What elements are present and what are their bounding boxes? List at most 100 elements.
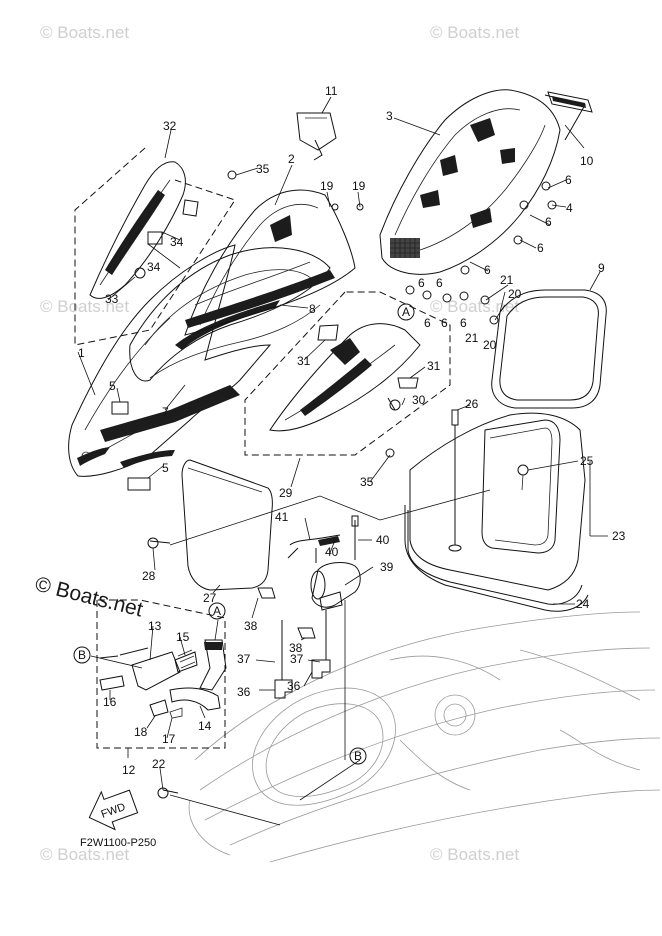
part-label-7: 7 [162,405,169,419]
part-label-29: 29 [279,486,293,500]
part-label-28: 28 [142,569,156,583]
watermark-bottom-left: © Boats.net [40,845,129,864]
part-clip [296,112,337,161]
part-cover-plate [181,459,273,591]
part-fasteners [147,170,557,799]
watermark-mid-left: © Boats.net [40,297,129,316]
part-label-6i: 6 [436,276,443,290]
part-label-25: 25 [580,454,594,468]
callout-letter-a: A [402,305,410,319]
part-label-1: 1 [78,346,85,360]
part-label-23: 23 [612,529,626,543]
part-label-6g: 6 [441,316,448,330]
part-label-34b: 34 [147,260,161,274]
part-label-6f: 6 [424,316,431,330]
callout-letter-a-2: A [213,604,221,618]
callout-letter-b: B [78,648,86,662]
part-label-6d: 6 [484,263,491,277]
part-label-31b: 31 [297,354,311,368]
part-label-37b: 37 [290,652,304,666]
part-label-6a: 6 [565,173,572,187]
part-stickers [111,401,151,491]
part-label-36a: 36 [237,685,251,699]
watermark-bottom-right: © Boats.net [430,845,519,864]
part-label-6b: 6 [545,215,552,229]
part-label-6c: 6 [537,241,544,255]
watermark-top-left: © Boats.net [40,23,129,42]
part-label-4: 4 [566,201,573,215]
part-side-panel [269,323,421,432]
part-label-36b: 36 [287,679,301,693]
part-label-31a: 31 [427,359,441,373]
part-label-6e: 6 [418,276,425,290]
part-side-trim [89,161,199,299]
callout-b-left: B [73,646,91,664]
part-labels: 1 2 3 4 5 5 7 8 9 10 11 12 13 14 15 16 1… [78,84,626,777]
part-label-32: 32 [163,119,177,133]
part-label-34a: 34 [170,235,184,249]
part-pad [547,91,593,113]
part-storage-tray [379,89,586,275]
hull-outline [188,611,661,863]
part-label-21a: 21 [500,273,514,287]
part-label-10: 10 [580,154,594,168]
part-label-27: 27 [203,591,217,605]
part-label-6h: 6 [460,316,467,330]
part-deck-cover [100,247,331,468]
part-brackets [257,587,343,699]
part-label-18: 18 [134,725,148,739]
part-label-22: 22 [152,757,166,771]
part-label-12: 12 [122,763,136,777]
part-label-40a: 40 [376,533,390,547]
part-label-16: 16 [103,695,117,709]
part-label-41: 41 [275,510,289,524]
group-boxes [74,147,451,749]
part-upper-hood [184,189,356,336]
part-label-38b: 38 [289,641,303,655]
part-label-20a: 20 [508,287,522,301]
part-label-17: 17 [162,732,176,746]
leader-lines [77,96,608,826]
part-label-8: 8 [309,302,316,316]
part-hood-shell [68,244,272,477]
watermark-top-right: © Boats.net [430,23,519,42]
part-label-35b: 35 [360,475,374,489]
part-label-33: 33 [105,292,119,306]
callout-b-bottom: B [349,747,367,765]
fwd-arrow: FWD [88,789,139,831]
part-canister [287,515,361,608]
part-label-14: 14 [198,719,212,733]
callout-a-bottom: A [208,602,226,620]
part-label-37a: 37 [237,652,251,666]
part-label-38a: 38 [244,619,258,633]
part-label-21b: 21 [465,331,479,345]
part-label-15: 15 [176,630,190,644]
part-label-2: 2 [288,152,295,166]
part-label-3: 3 [386,109,393,123]
part-latch-mechanism [99,639,227,719]
watermark-mid-right: © Boats.net [430,297,519,316]
part-label-13: 13 [148,619,162,633]
callout-letter-b-2: B [354,749,362,763]
part-label-39: 39 [380,560,394,574]
part-label-5a: 5 [109,379,116,393]
part-label-35a: 35 [256,162,270,176]
diagram-code: F2W1100-P250 [80,837,156,849]
part-gasket [491,289,607,409]
grid-vent [390,238,420,258]
part-label-9: 9 [598,261,605,275]
part-label-30: 30 [412,393,426,407]
part-label-5b: 5 [162,461,169,475]
part-label-11: 11 [325,84,338,98]
part-label-24: 24 [576,597,590,611]
part-post [448,409,462,552]
part-label-40b: 40 [325,545,339,559]
part-label-26: 26 [465,397,479,411]
part-label-19a: 19 [320,179,334,193]
callout-a-top: A [397,303,415,321]
part-storage-bin [404,412,589,612]
part-label-20b: 20 [483,338,497,352]
part-label-19b: 19 [352,179,366,193]
watermark-large: © Boats.net [33,573,145,622]
